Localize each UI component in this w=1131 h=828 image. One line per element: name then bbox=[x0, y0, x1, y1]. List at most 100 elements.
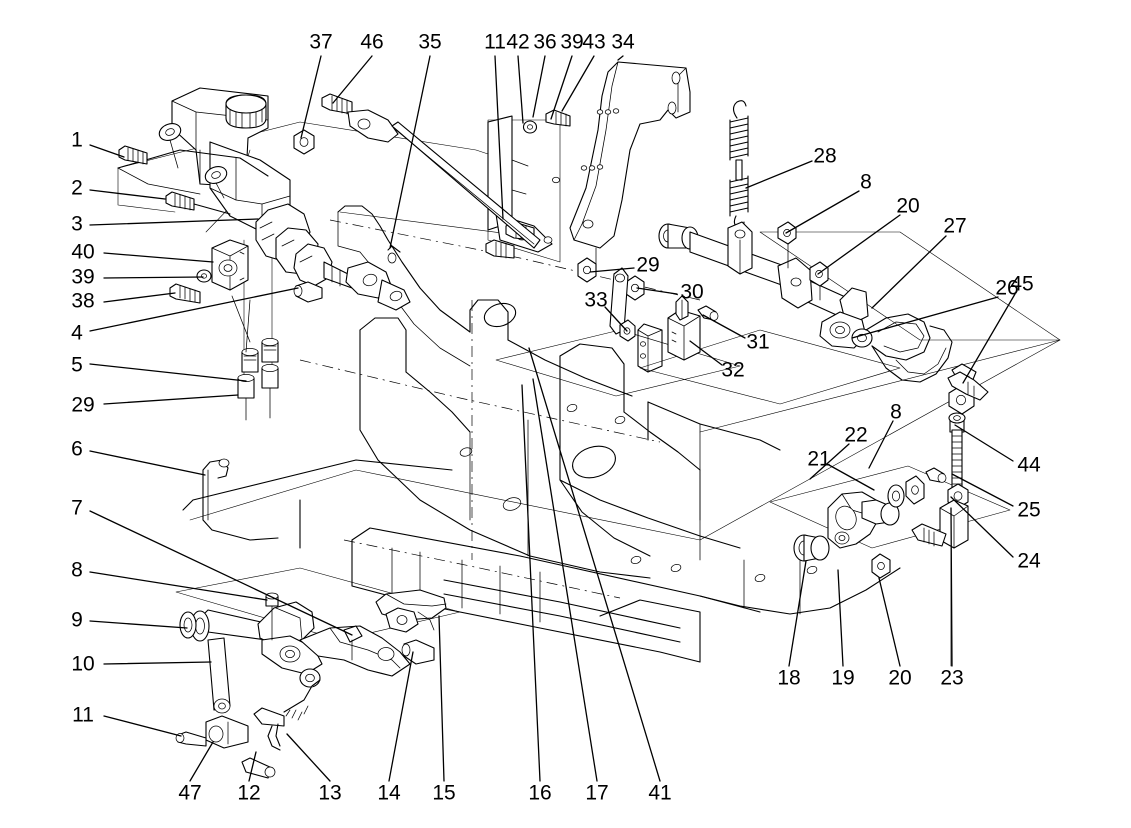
washer-39 bbox=[196, 269, 212, 283]
leader-line-8 bbox=[785, 190, 860, 234]
callout-number-c7: 7 bbox=[71, 496, 83, 520]
nut-37 bbox=[293, 129, 315, 155]
callout-number-c46: 46 bbox=[360, 30, 384, 54]
callout-number-c17: 17 bbox=[585, 781, 609, 805]
leader-line-2 bbox=[89, 189, 166, 200]
callout-number-c28: 28 bbox=[813, 144, 837, 168]
callout-number-c1: 1 bbox=[71, 128, 83, 152]
callout-leader-lines bbox=[89, 55, 1016, 782]
callout-number-c20b: 20 bbox=[888, 666, 912, 690]
switch-block-40 bbox=[211, 239, 249, 291]
callout-number-c18: 18 bbox=[777, 666, 801, 690]
switch-32 bbox=[637, 295, 719, 373]
leader-line-34 bbox=[617, 55, 624, 61]
leader-line-32 bbox=[689, 340, 723, 366]
callout-number-c41: 41 bbox=[648, 781, 672, 805]
leader-line-28 bbox=[745, 160, 813, 189]
leader-line-46 bbox=[332, 55, 373, 104]
leader-line-19 bbox=[837, 569, 844, 667]
callout-number-c26: 26 bbox=[995, 276, 1019, 300]
callout-number-c42: 42 bbox=[506, 30, 530, 54]
leader-line-5 bbox=[89, 363, 247, 382]
leader-line-40 bbox=[103, 252, 214, 263]
leader-line-37 bbox=[300, 55, 322, 139]
leader-line-9 bbox=[89, 620, 188, 629]
callout-number-c38: 38 bbox=[71, 289, 95, 313]
leader-line-15 bbox=[438, 615, 445, 782]
leader-line-27 bbox=[871, 235, 947, 309]
callout-number-c22: 22 bbox=[844, 423, 868, 447]
leader-line-4 bbox=[89, 287, 299, 332]
leader-line-11 bbox=[494, 55, 504, 220]
leader-line-33 bbox=[604, 306, 628, 332]
fastener-bolt-2 bbox=[165, 191, 231, 215]
callout-number-c16: 16 bbox=[528, 781, 552, 805]
callout-number-c44: 44 bbox=[1017, 453, 1041, 477]
leader-line-41 bbox=[528, 347, 661, 782]
bolt-38 bbox=[169, 283, 201, 304]
callout-number-c11: 11 bbox=[484, 30, 506, 54]
lower-right-linkage bbox=[793, 363, 989, 667]
callout-number-c30: 30 bbox=[680, 280, 704, 304]
callout-number-c27: 27 bbox=[943, 214, 967, 238]
callout-number-c32: 32 bbox=[721, 358, 745, 382]
leader-line-35 bbox=[389, 55, 431, 249]
leader-line-6 bbox=[89, 450, 206, 476]
callout-number-c5: 5 bbox=[71, 353, 83, 377]
callout-number-c19: 19 bbox=[831, 666, 855, 690]
callout-number-c13: 13 bbox=[318, 781, 342, 805]
callout-number-c45: 45 bbox=[1010, 272, 1034, 296]
callout-number-c31: 31 bbox=[746, 330, 770, 354]
leader-line-38 bbox=[103, 292, 176, 303]
leader-line-20 bbox=[878, 577, 901, 667]
callout-number-c10: 10 bbox=[71, 652, 95, 676]
fastener-bolt-1 bbox=[118, 145, 148, 165]
callout-number-c29: 29 bbox=[636, 253, 660, 277]
callout-number-c8a: 8 bbox=[71, 558, 83, 582]
leader-line-8 bbox=[868, 420, 894, 469]
leader-line-30 bbox=[636, 287, 678, 295]
leader-line-25 bbox=[951, 473, 1014, 507]
callout-number-c11b: 11 bbox=[72, 703, 94, 727]
leader-line-18 bbox=[788, 560, 807, 667]
cross-shaft-assembly bbox=[658, 221, 953, 383]
callout-number-c23: 23 bbox=[940, 666, 964, 690]
leader-line-29 bbox=[103, 394, 239, 405]
leader-line-10 bbox=[103, 661, 212, 665]
callout-number-c34: 34 bbox=[611, 30, 635, 54]
callout-number-c2: 2 bbox=[71, 176, 83, 200]
leader-line-22 bbox=[809, 443, 850, 480]
callout-number-c15: 15 bbox=[432, 781, 456, 805]
callout-number-c24: 24 bbox=[1017, 549, 1041, 573]
leader-line-39 bbox=[103, 276, 204, 279]
leader-line-47 bbox=[189, 741, 214, 782]
callout-number-c14: 14 bbox=[377, 781, 401, 805]
leader-line-44 bbox=[954, 424, 1014, 462]
callout-number-c43: 43 bbox=[582, 30, 606, 54]
leader-line-3 bbox=[89, 218, 259, 226]
leader-line-29 bbox=[589, 267, 635, 273]
leader-line-23 bbox=[950, 507, 953, 667]
leader-line-1 bbox=[89, 144, 125, 158]
leader-line-7 bbox=[89, 510, 353, 636]
leader-line-21 bbox=[828, 464, 875, 491]
callout-number-c21: 21 bbox=[807, 447, 831, 471]
callout-number-c37: 37 bbox=[309, 30, 333, 54]
callout-number-c20a: 20 bbox=[896, 194, 920, 218]
leader-line-24 bbox=[950, 496, 1014, 558]
leader-line-14 bbox=[388, 651, 414, 782]
leader-line-45 bbox=[962, 293, 1016, 384]
master-cylinder-assembly bbox=[117, 87, 411, 311]
callout-number-c6: 6 bbox=[71, 437, 83, 461]
pedal-linkage-assembly bbox=[175, 589, 447, 779]
leader-line-16 bbox=[521, 384, 541, 782]
callout-number-c29b: 29 bbox=[71, 393, 95, 417]
callout-number-c39: 39 bbox=[71, 265, 95, 289]
callout-number-c25: 25 bbox=[1017, 498, 1041, 522]
extension-spring-28 bbox=[729, 100, 749, 229]
callout-number-c36: 36 bbox=[533, 30, 557, 54]
callout-number-c40: 40 bbox=[71, 240, 95, 264]
leader-line-11 bbox=[103, 715, 182, 737]
